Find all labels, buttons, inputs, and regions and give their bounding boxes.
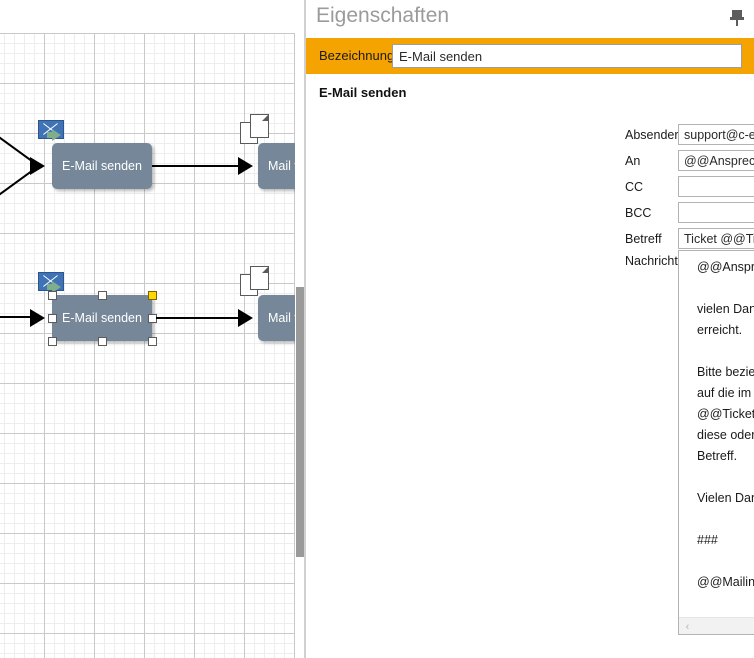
cc-input[interactable] bbox=[678, 176, 754, 197]
betreff-input[interactable] bbox=[678, 228, 754, 249]
edge-incoming-node-c bbox=[0, 316, 38, 318]
pin-icon[interactable] bbox=[727, 8, 747, 28]
bcc-input[interactable] bbox=[678, 202, 754, 223]
edge-c-to-d bbox=[156, 317, 240, 319]
canvas-scrollbar-thumb[interactable] bbox=[296, 287, 304, 557]
arrowhead-into-node-c bbox=[30, 309, 45, 327]
nachricht-label: Nachricht bbox=[625, 254, 678, 268]
arrowhead-into-node-b bbox=[238, 157, 253, 175]
selection-handle-top-left[interactable] bbox=[48, 291, 57, 300]
diagram-node-label: E-Mail senden bbox=[62, 311, 142, 325]
designation-input[interactable] bbox=[392, 44, 742, 68]
document-copy-icon bbox=[240, 266, 272, 296]
betreff-label: Betreff bbox=[625, 232, 662, 246]
diagram-node-email-send-1[interactable]: E-Mail senden bbox=[52, 143, 152, 189]
message-textarea[interactable]: @@AnsprechpartnerAnrede@@, vielen Dank f… bbox=[678, 250, 754, 635]
an-input[interactable] bbox=[678, 150, 754, 171]
selection-handle-bottom-left[interactable] bbox=[48, 337, 57, 346]
diagram-canvas[interactable]: E-Mail senden Mail ver E-Mail senden bbox=[0, 0, 306, 658]
message-text: @@AnsprechpartnerAnrede@@, vielen Dank f… bbox=[697, 260, 754, 631]
arrowhead-into-node-d bbox=[238, 309, 253, 327]
absender-label: Absender bbox=[625, 128, 679, 142]
bcc-label: BCC bbox=[625, 206, 652, 220]
email-send-icon bbox=[38, 120, 64, 141]
selection-handle-mid-left[interactable] bbox=[48, 314, 57, 323]
selection-handle-top-center[interactable] bbox=[98, 291, 107, 300]
designation-label: Bezeichnung bbox=[319, 48, 395, 63]
cc-label: CC bbox=[625, 180, 644, 194]
an-label: An bbox=[625, 154, 641, 168]
section-title: E-Mail senden bbox=[319, 85, 407, 100]
arrowhead-into-node-a bbox=[30, 157, 45, 175]
diagram-node-label: E-Mail senden bbox=[62, 159, 142, 173]
document-copy-icon bbox=[240, 114, 272, 144]
canvas-vertical-scrollbar[interactable] bbox=[295, 33, 306, 658]
pane-divider bbox=[304, 0, 306, 658]
absender-input[interactable] bbox=[678, 124, 754, 145]
canvas-top-strip bbox=[0, 0, 306, 33]
properties-header: Eigenschaften bbox=[306, 0, 754, 38]
selection-handle-bottom-right[interactable] bbox=[148, 337, 157, 346]
selection-handle-top-right[interactable] bbox=[148, 291, 157, 300]
message-horizontal-scrollbar[interactable]: ‹ › bbox=[679, 617, 754, 634]
edge-a-to-b bbox=[152, 165, 240, 167]
diagram-node-email-send-3[interactable]: E-Mail senden bbox=[52, 295, 152, 341]
scroll-left-icon[interactable]: ‹ bbox=[685, 620, 690, 633]
page-title: Eigenschaften bbox=[316, 4, 450, 27]
properties-panel: Eigenschaften Bezeichnung E-Mail senden … bbox=[306, 0, 754, 658]
email-send-icon bbox=[38, 272, 64, 293]
selection-handle-bottom-center[interactable] bbox=[98, 337, 107, 346]
